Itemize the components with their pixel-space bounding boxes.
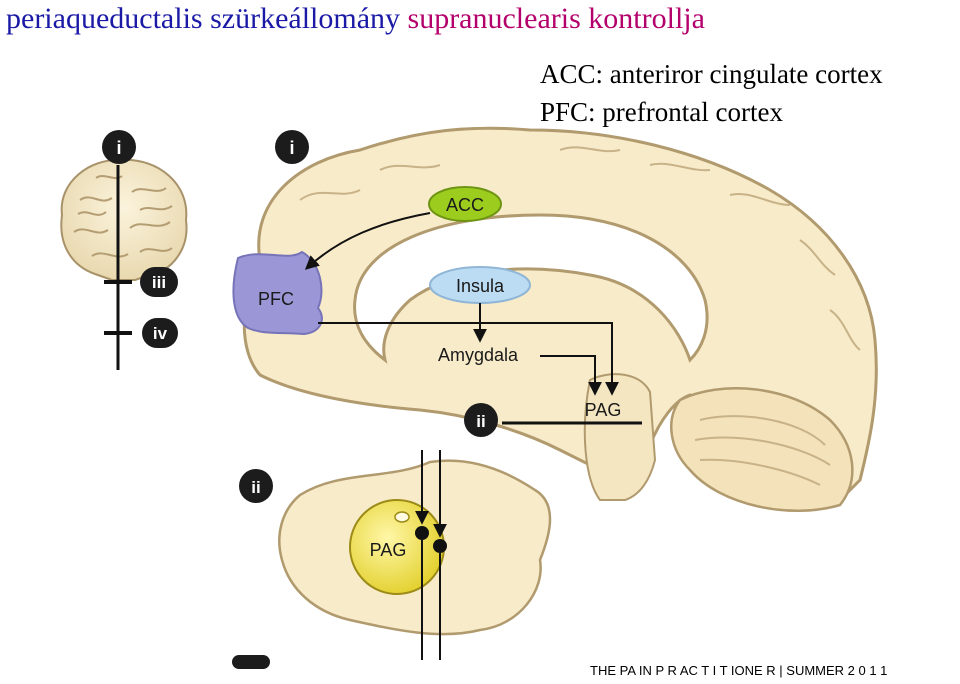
svg-text:PFC: PFC	[258, 289, 294, 309]
amygdala-label: Amygdala	[438, 345, 519, 365]
midbrain-cross-section: PAG	[278, 450, 552, 660]
brain-thumbnail	[60, 158, 188, 370]
title-part-magenta: supranuclearis kontrollja	[407, 2, 705, 35]
marker-iii: iii	[140, 267, 178, 297]
svg-text:ii: ii	[251, 478, 260, 497]
pfc-region: PFC	[232, 250, 323, 336]
slide-title: periaqueductalis szürkeállomány supranuc…	[6, 2, 705, 36]
svg-text:i: i	[289, 138, 294, 158]
acc-region: ACC	[428, 186, 502, 222]
svg-text:ACC: ACC	[446, 195, 484, 215]
svg-text:iv: iv	[153, 324, 168, 343]
marker-i-left: i	[102, 130, 136, 164]
pag-label: PAG	[585, 400, 622, 420]
svg-text:Amygdala: Amygdala	[438, 345, 519, 365]
title-part-blue: periaqueductalis szürkeállomány	[6, 2, 401, 35]
insula-region: Insula	[429, 266, 531, 304]
legend-pfc: PFC: prefrontal cortex	[540, 97, 783, 127]
svg-text:PAG: PAG	[585, 400, 622, 420]
svg-text:ii: ii	[476, 412, 485, 431]
marker-ii-mid: ii	[464, 403, 498, 437]
svg-text:iii: iii	[152, 273, 166, 292]
svg-text:PAG: PAG	[370, 540, 407, 560]
marker-ii-bottom: ii	[239, 469, 273, 503]
marker-i-right: i	[275, 130, 309, 164]
svg-text:Insula: Insula	[456, 276, 505, 296]
source-footer: THE PA IN P R AC T I T IONE R | SUMMER 2…	[590, 663, 888, 678]
marker-iv: iv	[142, 318, 178, 348]
marker-partial-bottom	[232, 655, 270, 669]
legend-acc: ACC: anteriror cingulate cortex	[540, 59, 883, 89]
pathways	[304, 212, 642, 425]
sagittal-brain	[242, 126, 878, 512]
svg-text:i: i	[116, 138, 121, 158]
